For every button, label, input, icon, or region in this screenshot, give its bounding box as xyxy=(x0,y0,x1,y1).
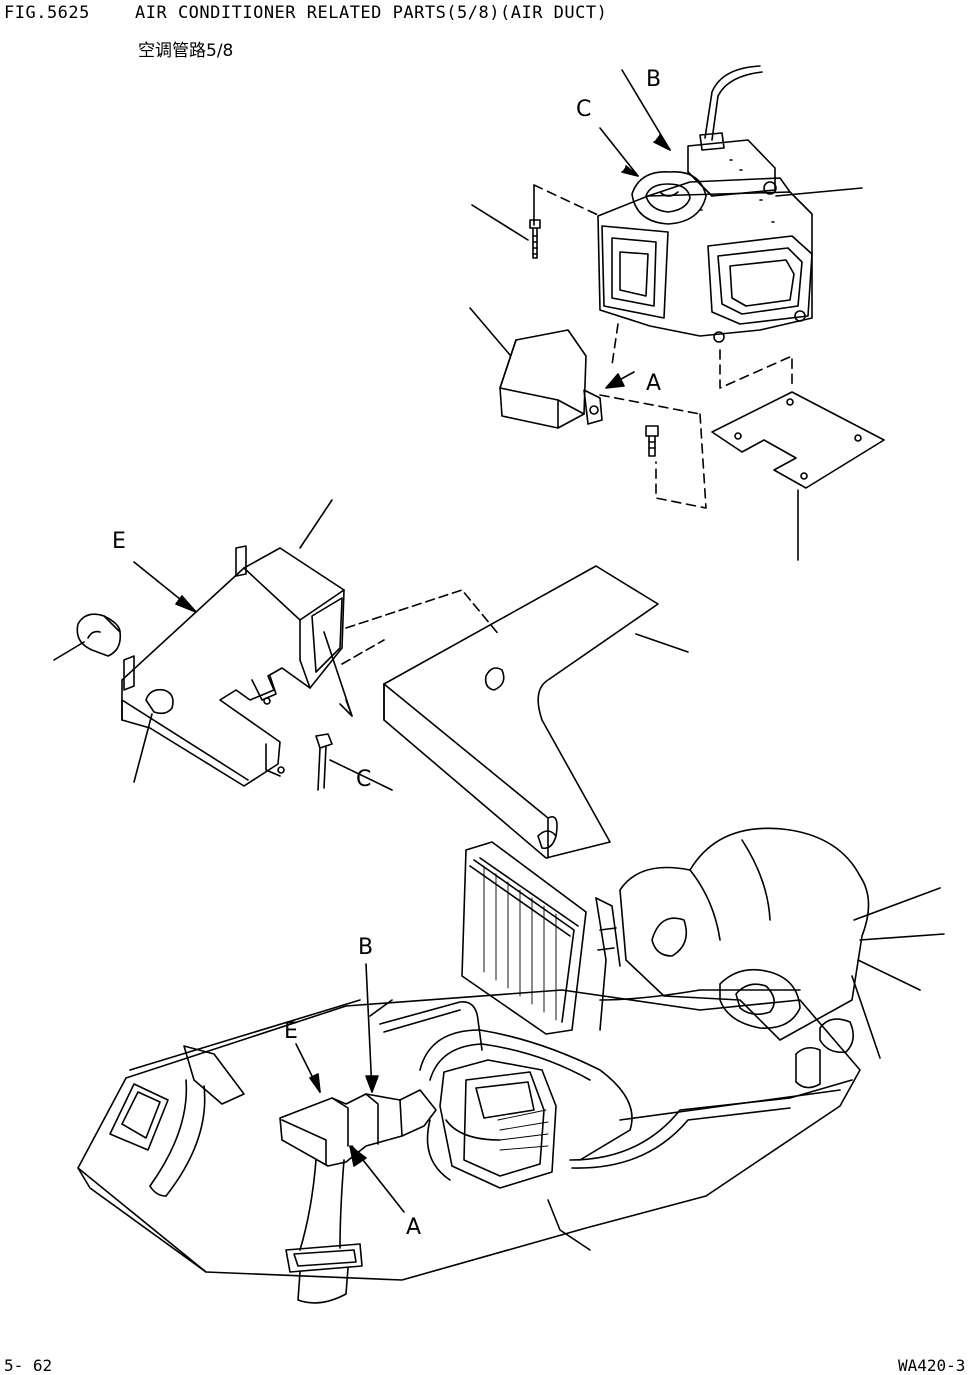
bolt-top-right xyxy=(645,425,659,457)
callout-a-top: A xyxy=(646,371,661,396)
arrow-a-bottom xyxy=(349,1145,405,1213)
callout-c-top: C xyxy=(576,97,591,122)
page-number: 5- 62 xyxy=(4,1356,53,1375)
mid-leader-lines xyxy=(53,499,689,791)
bolt-top-left xyxy=(529,219,541,259)
ac-unit-installed xyxy=(439,1059,557,1189)
duct-bolt-left xyxy=(145,688,174,715)
callout-a-bottom: A xyxy=(406,1215,421,1240)
model-code: WA420-3 xyxy=(898,1356,966,1375)
hoses xyxy=(379,989,853,1181)
callout-e-bottom: E xyxy=(284,1019,298,1044)
callout-b-top: B xyxy=(646,67,661,92)
mounting-plate xyxy=(711,391,885,489)
top-leader-lines xyxy=(469,184,863,561)
callout-e-mid: E xyxy=(112,529,126,554)
callout-b-bottom: B xyxy=(358,935,373,960)
arrow-b-bottom xyxy=(365,963,379,1093)
duct-long xyxy=(383,565,659,859)
duct-bolt-mid xyxy=(315,733,333,791)
page-title: AIR CONDITIONER RELATED PARTS(5/8)(AIR D… xyxy=(135,3,608,23)
duct-elbow-piece xyxy=(499,329,603,429)
arrow-e-bottom xyxy=(295,1043,321,1093)
arrow-e-mid xyxy=(133,561,197,613)
air-conditioner-unit xyxy=(597,65,813,343)
figure-number: FIG.5625 xyxy=(4,3,90,23)
arrow-b-top xyxy=(621,69,671,151)
duct-e xyxy=(121,545,345,787)
floor-vent-left xyxy=(109,1045,245,1197)
grommet xyxy=(76,613,122,657)
machine-frame xyxy=(77,989,861,1281)
bottom-leader-lines xyxy=(369,999,591,1251)
page-subtitle: 空调管路5/8 xyxy=(138,41,234,61)
callout-c-mid: C xyxy=(356,767,371,792)
arrow-a-top xyxy=(605,371,635,389)
arrow-c-top xyxy=(599,127,639,177)
radiator xyxy=(461,841,587,1035)
engine xyxy=(595,827,945,1089)
arrow-c-mid xyxy=(323,631,353,717)
duct-connector-installed xyxy=(279,1089,437,1167)
floor-vent-bottom xyxy=(285,1159,363,1304)
